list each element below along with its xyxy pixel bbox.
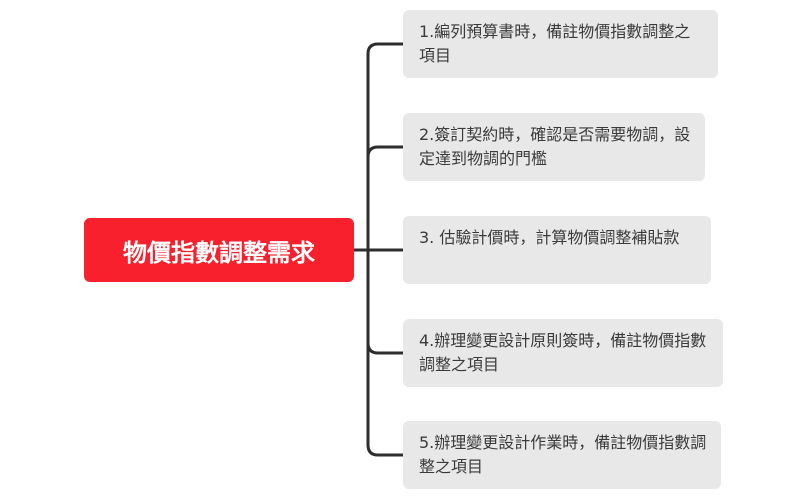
subtopic-4[interactable]: 4.辦理變更設計原則簽時，備註物價指數調整之項目 bbox=[403, 319, 723, 387]
subtopic-label: 2.簽訂契約時，確認是否需要物調，設定達到物調的門檻 bbox=[419, 125, 691, 168]
subtopic-label: 3. 估驗計價時，計算物價調整補貼款 bbox=[419, 228, 680, 247]
root-topic-label: 物價指數調整需求 bbox=[123, 238, 315, 267]
subtopic-5[interactable]: 5.辦理變更設計作業時，備註物價指數調整之項目 bbox=[403, 421, 721, 489]
subtopic-2[interactable]: 2.簽訂契約時，確認是否需要物調，設定達到物調的門檻 bbox=[403, 113, 705, 181]
subtopic-label: 4.辦理變更設計原則簽時，備註物價指數調整之項目 bbox=[419, 331, 707, 374]
subtopic-label: 1.編列預算書時，備註物價指數調整之項目 bbox=[419, 22, 691, 65]
subtopic-1[interactable]: 1.編列預算書時，備註物價指數調整之項目 bbox=[403, 10, 718, 78]
subtopic-label: 5.辦理變更設計作業時，備註物價指數調整之項目 bbox=[419, 433, 707, 476]
root-topic[interactable]: 物價指數調整需求 bbox=[84, 218, 354, 282]
subtopic-3[interactable]: 3. 估驗計價時，計算物價調整補貼款 bbox=[403, 216, 711, 284]
